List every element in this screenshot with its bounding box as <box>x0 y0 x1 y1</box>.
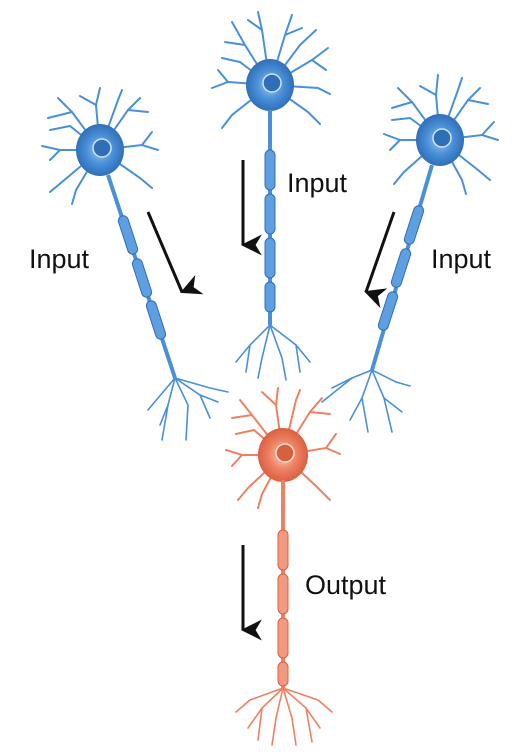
axon-top <box>265 110 275 325</box>
axon-output <box>278 480 288 688</box>
axon-terminals-output <box>236 688 332 745</box>
label-input-left: Input <box>29 244 90 274</box>
down-arrow-icon <box>148 212 182 292</box>
nucleus-top <box>263 74 281 92</box>
label-input-right: Input <box>431 244 492 274</box>
label-output: Output <box>305 570 387 600</box>
nucleus-output <box>276 444 294 462</box>
down-arrow-icon <box>366 212 394 292</box>
axon-terminals-left <box>148 378 228 440</box>
arrow-left <box>148 212 182 292</box>
nucleus-right <box>433 129 451 147</box>
axon-terminals-top <box>236 325 310 380</box>
axon-right <box>372 165 432 370</box>
arrow-right <box>366 212 394 292</box>
label-input-top: Input <box>287 168 348 198</box>
axon-left <box>108 175 175 378</box>
nucleus-left <box>93 139 111 157</box>
axon-terminals-right <box>322 370 410 432</box>
